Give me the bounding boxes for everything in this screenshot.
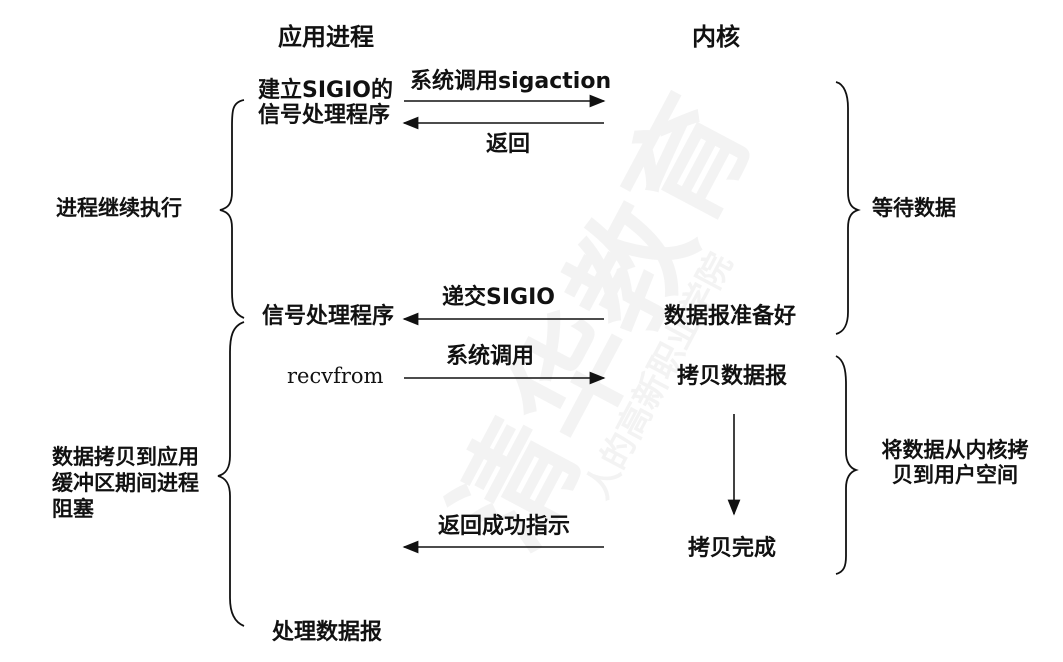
arrow-label-syscall-sigaction: 系统调用sigaction — [410, 69, 612, 94]
right-phase-wait: 等待数据 — [872, 196, 956, 220]
app-step-recvfrom: recvfrom — [287, 364, 384, 388]
arrow-label-deliver-sigio: 递交SIGIO — [442, 285, 555, 310]
header-app-process: 应用进程 — [278, 23, 374, 51]
left-phase-continue: 进程继续执行 — [56, 196, 182, 220]
left-brace-top — [219, 99, 245, 319]
kernel-step-datagram-ready: 数据报准备好 — [664, 304, 797, 329]
arrow-label-return: 返回 — [486, 132, 531, 157]
header-kernel: 内核 — [692, 23, 740, 51]
right-phase-copy: 将数据从内核拷贝到用户空间 — [881, 438, 1029, 487]
kernel-step-copy-complete: 拷贝完成 — [688, 536, 777, 561]
app-step-setup-handler: 建立SIGIO的信号处理程序 — [258, 78, 393, 129]
right-brace-top — [835, 81, 861, 335]
arrow-label-syscall: 系统调用 — [446, 344, 535, 369]
kernel-step-copy-datagram: 拷贝数据报 — [677, 364, 788, 389]
left-brace-bottom — [217, 321, 245, 627]
right-brace-bottom — [835, 355, 859, 575]
arrow-label-return-success: 返回成功指示 — [438, 514, 571, 539]
left-phase-blocked: 数据拷贝到应用缓冲区期间进程阻塞 — [52, 445, 199, 522]
app-step-signal-handler: 信号处理程序 — [262, 304, 395, 329]
app-step-process-data: 处理数据报 — [272, 620, 383, 645]
